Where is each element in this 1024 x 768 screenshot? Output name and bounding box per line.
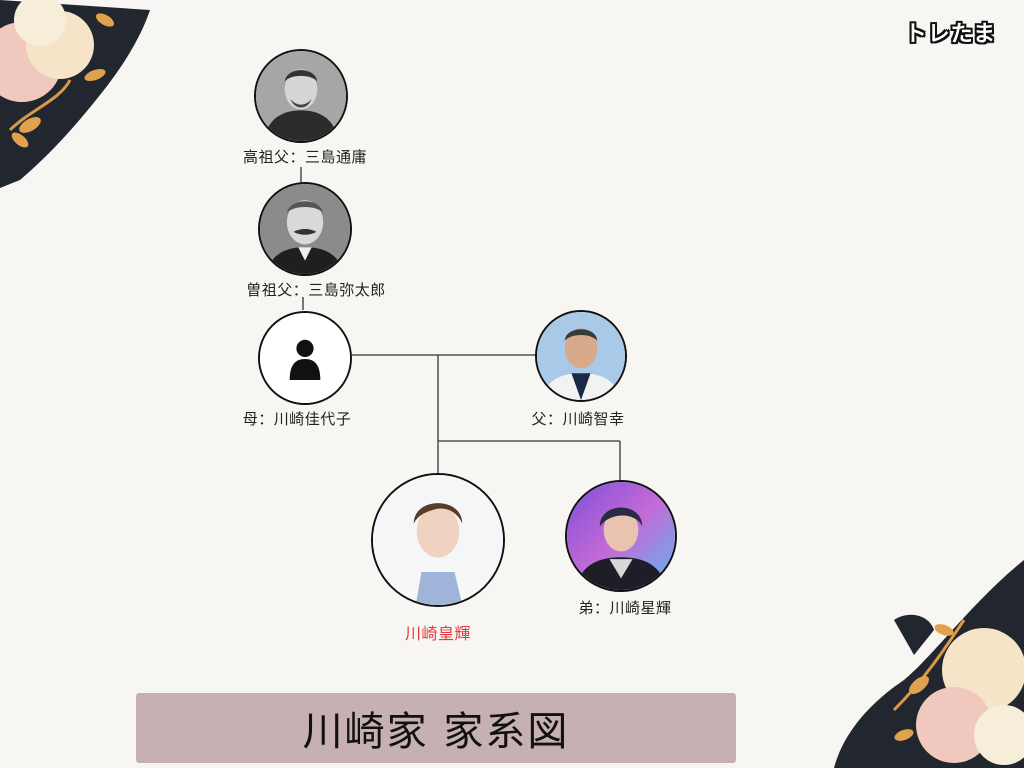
label-younger-brother: 弟：川崎星輝 [578, 599, 672, 617]
label-great-great-grandfather: 高祖父：三島通庸 [242, 148, 368, 166]
portrait-great-great-grandfather [254, 49, 348, 143]
portrait-father [535, 310, 627, 402]
label-great-grandfather: 曽祖父：三島弥太郎 [246, 281, 386, 299]
portrait-younger-brother [565, 480, 677, 592]
label-mother: 母：川崎佳代子 [242, 410, 352, 428]
label-subject: 川崎皇輝 [404, 624, 472, 643]
floral-decoration-bottom-right [834, 560, 1024, 768]
portrait-great-grandfather [258, 182, 352, 276]
floral-decoration-top-left [0, 0, 150, 188]
label-father: 父：川崎智幸 [531, 410, 625, 428]
brand-logo: トレたま [904, 22, 996, 47]
portrait-mother [258, 311, 352, 405]
page-title: 川崎家 家系図 [302, 709, 570, 755]
person-silhouette-icon [260, 313, 350, 403]
title-bar: 川崎家 家系図 [136, 693, 736, 763]
portrait-subject [371, 473, 505, 607]
